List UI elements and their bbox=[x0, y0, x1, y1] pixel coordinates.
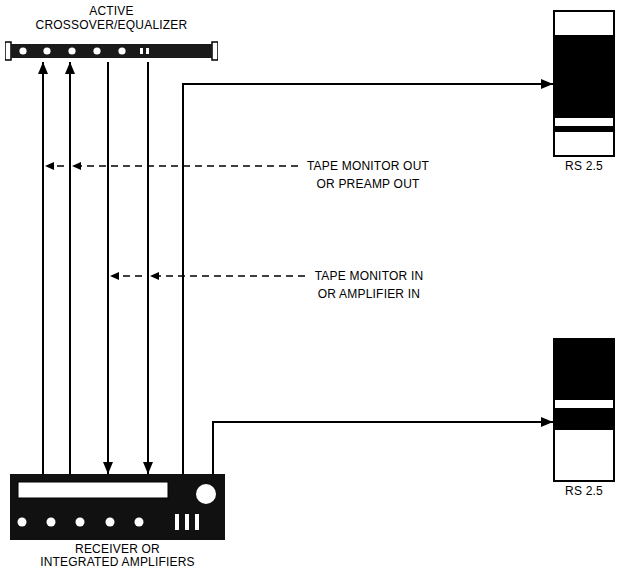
speaker-unit: RS 2.5 bbox=[553, 10, 615, 173]
signal-connector bbox=[147, 62, 149, 474]
signal-connector bbox=[42, 62, 44, 474]
speaker-unit: RS 2.5 bbox=[553, 338, 615, 498]
signal-connector bbox=[69, 62, 71, 474]
callout-label: TAPE MONITOR IN OR AMPLIFIER IN bbox=[310, 267, 428, 303]
receiver-unit: RECEIVER OR INTEGRATED AMPLIFIERS bbox=[10, 474, 225, 569]
unit-label: RS 2.5 bbox=[553, 160, 615, 173]
unit-illustration bbox=[553, 10, 615, 157]
speaker-cabinet bbox=[553, 338, 615, 482]
unit-illustration bbox=[10, 474, 225, 540]
unit-label: RECEIVER OR INTEGRATED AMPLIFIERS bbox=[39, 543, 197, 569]
unit-illustration bbox=[553, 338, 615, 482]
signal-connector bbox=[107, 62, 109, 474]
signal-connector bbox=[183, 84, 553, 474]
crossover-unit: ACTIVE CROSSOVER/EQUALIZER bbox=[5, 4, 218, 62]
callout-label: TAPE MONITOR OUT OR PREAMP OUT bbox=[303, 157, 433, 193]
speaker-cabinet bbox=[553, 10, 615, 157]
unit-illustration bbox=[5, 40, 218, 62]
signal-connector bbox=[213, 422, 553, 474]
unit-label: RS 2.5 bbox=[553, 485, 615, 498]
equalizer-panel bbox=[5, 40, 218, 62]
unit-label: ACTIVE CROSSOVER/EQUALIZER bbox=[17, 4, 207, 32]
receiver-body bbox=[10, 474, 225, 540]
